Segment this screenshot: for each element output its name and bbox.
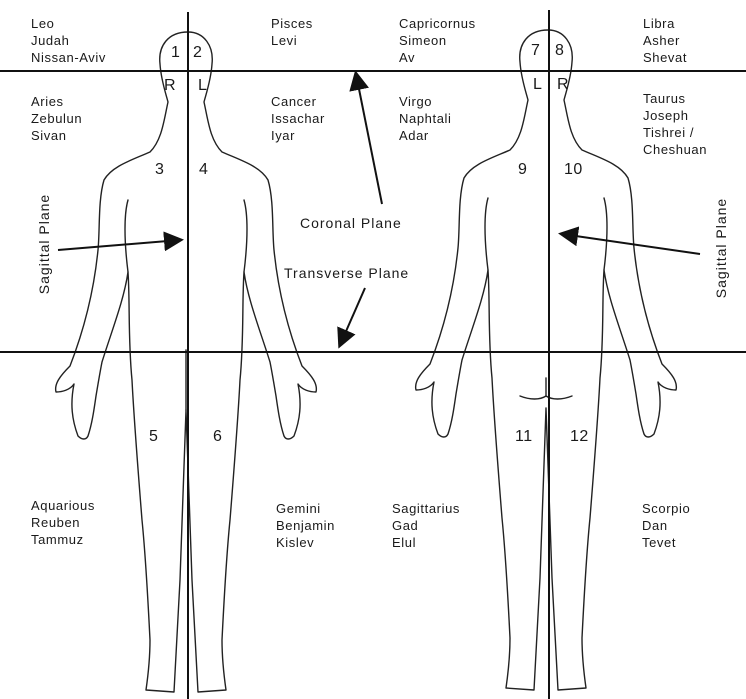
region-number: 1 bbox=[171, 44, 180, 62]
coronal-plane-label: Coronal Plane bbox=[300, 215, 402, 231]
scorpio-group: Scorpio Dan Tevet bbox=[642, 500, 690, 551]
side-label-right: R bbox=[557, 76, 569, 94]
month-label: Shevat bbox=[643, 49, 687, 66]
tribe-label: Dan bbox=[642, 517, 690, 534]
zodiac-label: Gemini bbox=[276, 500, 335, 517]
region-number: 5 bbox=[149, 428, 158, 446]
zodiac-label: Pisces bbox=[271, 15, 313, 32]
month-label: Tammuz bbox=[31, 531, 95, 548]
tribe-label: Zebulun bbox=[31, 110, 82, 127]
pisces-group: Pisces Levi bbox=[271, 15, 313, 49]
zodiac-label: Aquarious bbox=[31, 497, 95, 514]
back-figure-outline bbox=[416, 30, 677, 690]
month-label: Tevet bbox=[642, 534, 690, 551]
region-number: 4 bbox=[199, 161, 208, 179]
taurus-group: Taurus Joseph Tishrei / Cheshuan bbox=[643, 90, 707, 158]
month-label: Av bbox=[399, 49, 476, 66]
region-number: 11 bbox=[515, 428, 533, 446]
month-label: Iyar bbox=[271, 127, 325, 144]
month-label: Kislev bbox=[276, 534, 335, 551]
region-number: 9 bbox=[518, 161, 527, 179]
aries-group: Aries Zebulun Sivan bbox=[31, 93, 82, 144]
zodiac-label: Leo bbox=[31, 15, 106, 32]
coronal-arrow bbox=[356, 74, 382, 204]
sagittarius-group: Sagittarius Gad Elul bbox=[392, 500, 460, 551]
region-number: 2 bbox=[193, 44, 202, 62]
zodiac-label: Virgo bbox=[399, 93, 452, 110]
region-number: 3 bbox=[155, 161, 164, 179]
aquarious-group: Aquarious Reuben Tammuz bbox=[31, 497, 95, 548]
capricornus-group: Capricornus Simeon Av bbox=[399, 15, 476, 66]
sagittal-plane-label-right: Sagittal Plane bbox=[713, 188, 729, 308]
region-number: 10 bbox=[564, 161, 583, 179]
month-label: Adar bbox=[399, 127, 452, 144]
region-number: 7 bbox=[531, 42, 540, 60]
sagittal-right-arrow bbox=[562, 234, 700, 254]
zodiac-label: Capricornus bbox=[399, 15, 476, 32]
tribe-label: Benjamin bbox=[276, 517, 335, 534]
side-label-left: L bbox=[533, 76, 542, 94]
tribe-label: Joseph bbox=[643, 107, 707, 124]
region-number: 8 bbox=[555, 42, 564, 60]
zodiac-label: Cancer bbox=[271, 93, 325, 110]
side-label-right: R bbox=[164, 77, 176, 95]
libra-group: Libra Asher Shevat bbox=[643, 15, 687, 66]
cancer-group: Cancer Issachar Iyar bbox=[271, 93, 325, 144]
region-number: 12 bbox=[570, 428, 589, 446]
virgo-group: Virgo Naphtali Adar bbox=[399, 93, 452, 144]
tribe-label: Judah bbox=[31, 32, 106, 49]
tribe-label: Asher bbox=[643, 32, 687, 49]
zodiac-label: Aries bbox=[31, 93, 82, 110]
tribe-label: Issachar bbox=[271, 110, 325, 127]
month-label: Nissan-Aviv bbox=[31, 49, 106, 66]
transverse-plane-label: Transverse Plane bbox=[284, 265, 409, 281]
month-label: Sivan bbox=[31, 127, 82, 144]
month-label: Elul bbox=[392, 534, 460, 551]
side-label-left: L bbox=[198, 77, 207, 95]
sagittal-left-arrow bbox=[58, 240, 180, 250]
zodiac-label: Taurus bbox=[643, 90, 707, 107]
tribe-label: Gad bbox=[392, 517, 460, 534]
tribe-label: Simeon bbox=[399, 32, 476, 49]
leo-group: Leo Judah Nissan-Aviv bbox=[31, 15, 106, 66]
sagittal-plane-label-left: Sagittal Plane bbox=[36, 184, 52, 304]
zodiac-label: Sagittarius bbox=[392, 500, 460, 517]
month-label: Tishrei / bbox=[643, 124, 707, 141]
tribe-label: Reuben bbox=[31, 514, 95, 531]
zodiac-label: Libra bbox=[643, 15, 687, 32]
zodiac-label: Scorpio bbox=[642, 500, 690, 517]
region-number: 6 bbox=[213, 428, 222, 446]
transverse-arrow bbox=[340, 288, 365, 345]
tribe-label: Naphtali bbox=[399, 110, 452, 127]
tribe-label: Levi bbox=[271, 32, 313, 49]
gemini-group: Gemini Benjamin Kislev bbox=[276, 500, 335, 551]
month-label: Cheshuan bbox=[643, 141, 707, 158]
